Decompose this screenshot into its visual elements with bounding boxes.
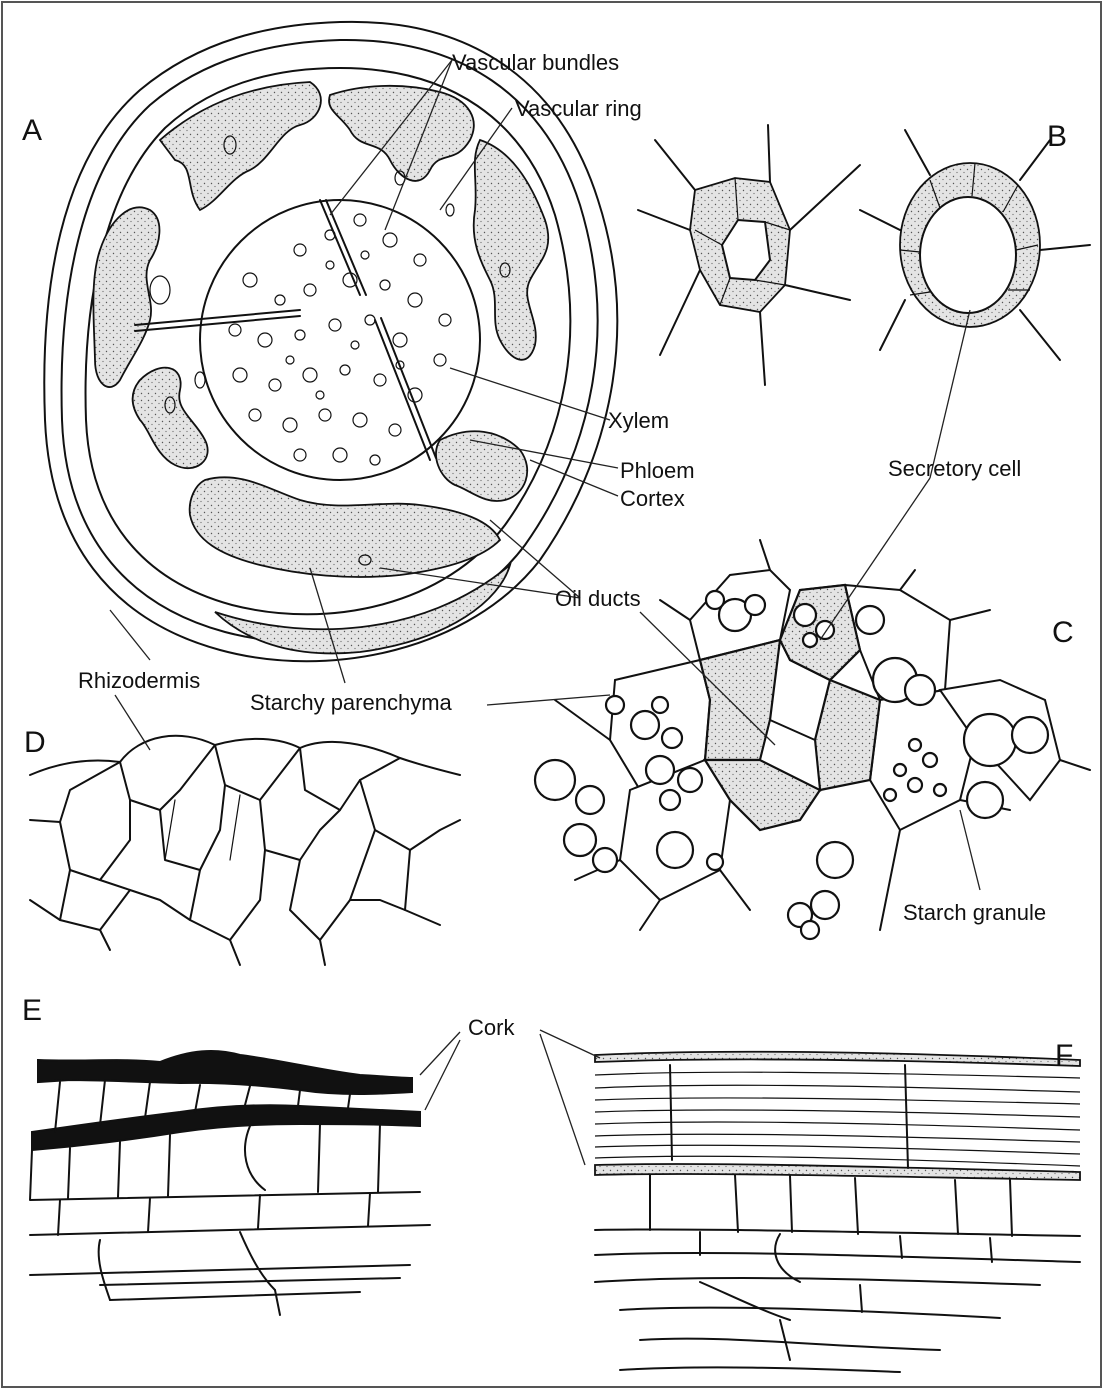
label-vascular-ring: Vascular ring	[515, 96, 642, 121]
panel-d-rhizodermis-cells	[30, 736, 460, 965]
cork-cambium-band	[595, 1164, 1080, 1180]
leader-starchy-parenchyma-c	[487, 695, 610, 705]
panel-letter-c: C	[1052, 616, 1074, 649]
leader-starch-granule	[960, 810, 980, 890]
label-secretory-cell: Secretory cell	[888, 456, 1021, 481]
rhizodermis-surface	[30, 736, 460, 775]
panel-f-periderm	[595, 1052, 1080, 1372]
secretory-duct-2-lumen	[920, 197, 1016, 313]
label-starch-granule: Starch granule	[903, 900, 1046, 925]
periderm-surface	[595, 1052, 1080, 1066]
label-rhizodermis: Rhizodermis	[78, 668, 200, 693]
panel-letter-f: F	[1055, 1039, 1073, 1072]
panel-letter-a: A	[22, 114, 42, 147]
leader-xylem	[450, 368, 610, 420]
leader-starchy-parenchyma-a	[310, 568, 345, 683]
label-starchy-parenchyma: Starchy parenchyma	[250, 690, 453, 715]
label-xylem: Xylem	[608, 408, 669, 433]
stippled-tissue-left	[93, 207, 159, 387]
label-cork: Cork	[468, 1015, 515, 1040]
label-cortex: Cortex	[620, 486, 685, 511]
leader-rhizodermis-d	[115, 695, 150, 750]
vascular-ring	[200, 200, 480, 480]
label-vascular-bundles: Vascular bundles	[452, 50, 619, 75]
secretory-cell-stippled	[815, 680, 880, 790]
leader-cork-f2	[540, 1034, 585, 1165]
cork-layer-lower	[32, 1105, 420, 1150]
panel-letter-b: B	[1047, 120, 1067, 153]
panel-b-secretory-cells	[638, 125, 1090, 385]
stippled-tissue-top-right	[329, 86, 474, 181]
cork-layer-upper	[38, 1051, 412, 1094]
panel-e-cork	[30, 1051, 430, 1315]
label-oil-ducts: Oil ducts	[555, 586, 641, 611]
stippled-tissue-lower-left	[133, 368, 208, 469]
cork-lamellae	[595, 1072, 1080, 1166]
panel-letter-e: E	[22, 994, 42, 1027]
leader-cork-e1	[420, 1032, 460, 1075]
leader-secretory-cell-b	[930, 310, 970, 478]
leader-cork-f1	[540, 1030, 600, 1058]
stippled-tissue-bottom	[190, 477, 500, 577]
label-phloem: Phloem	[620, 458, 695, 483]
panel-letter-d: D	[24, 726, 46, 759]
stippled-tissue-top	[160, 82, 321, 210]
